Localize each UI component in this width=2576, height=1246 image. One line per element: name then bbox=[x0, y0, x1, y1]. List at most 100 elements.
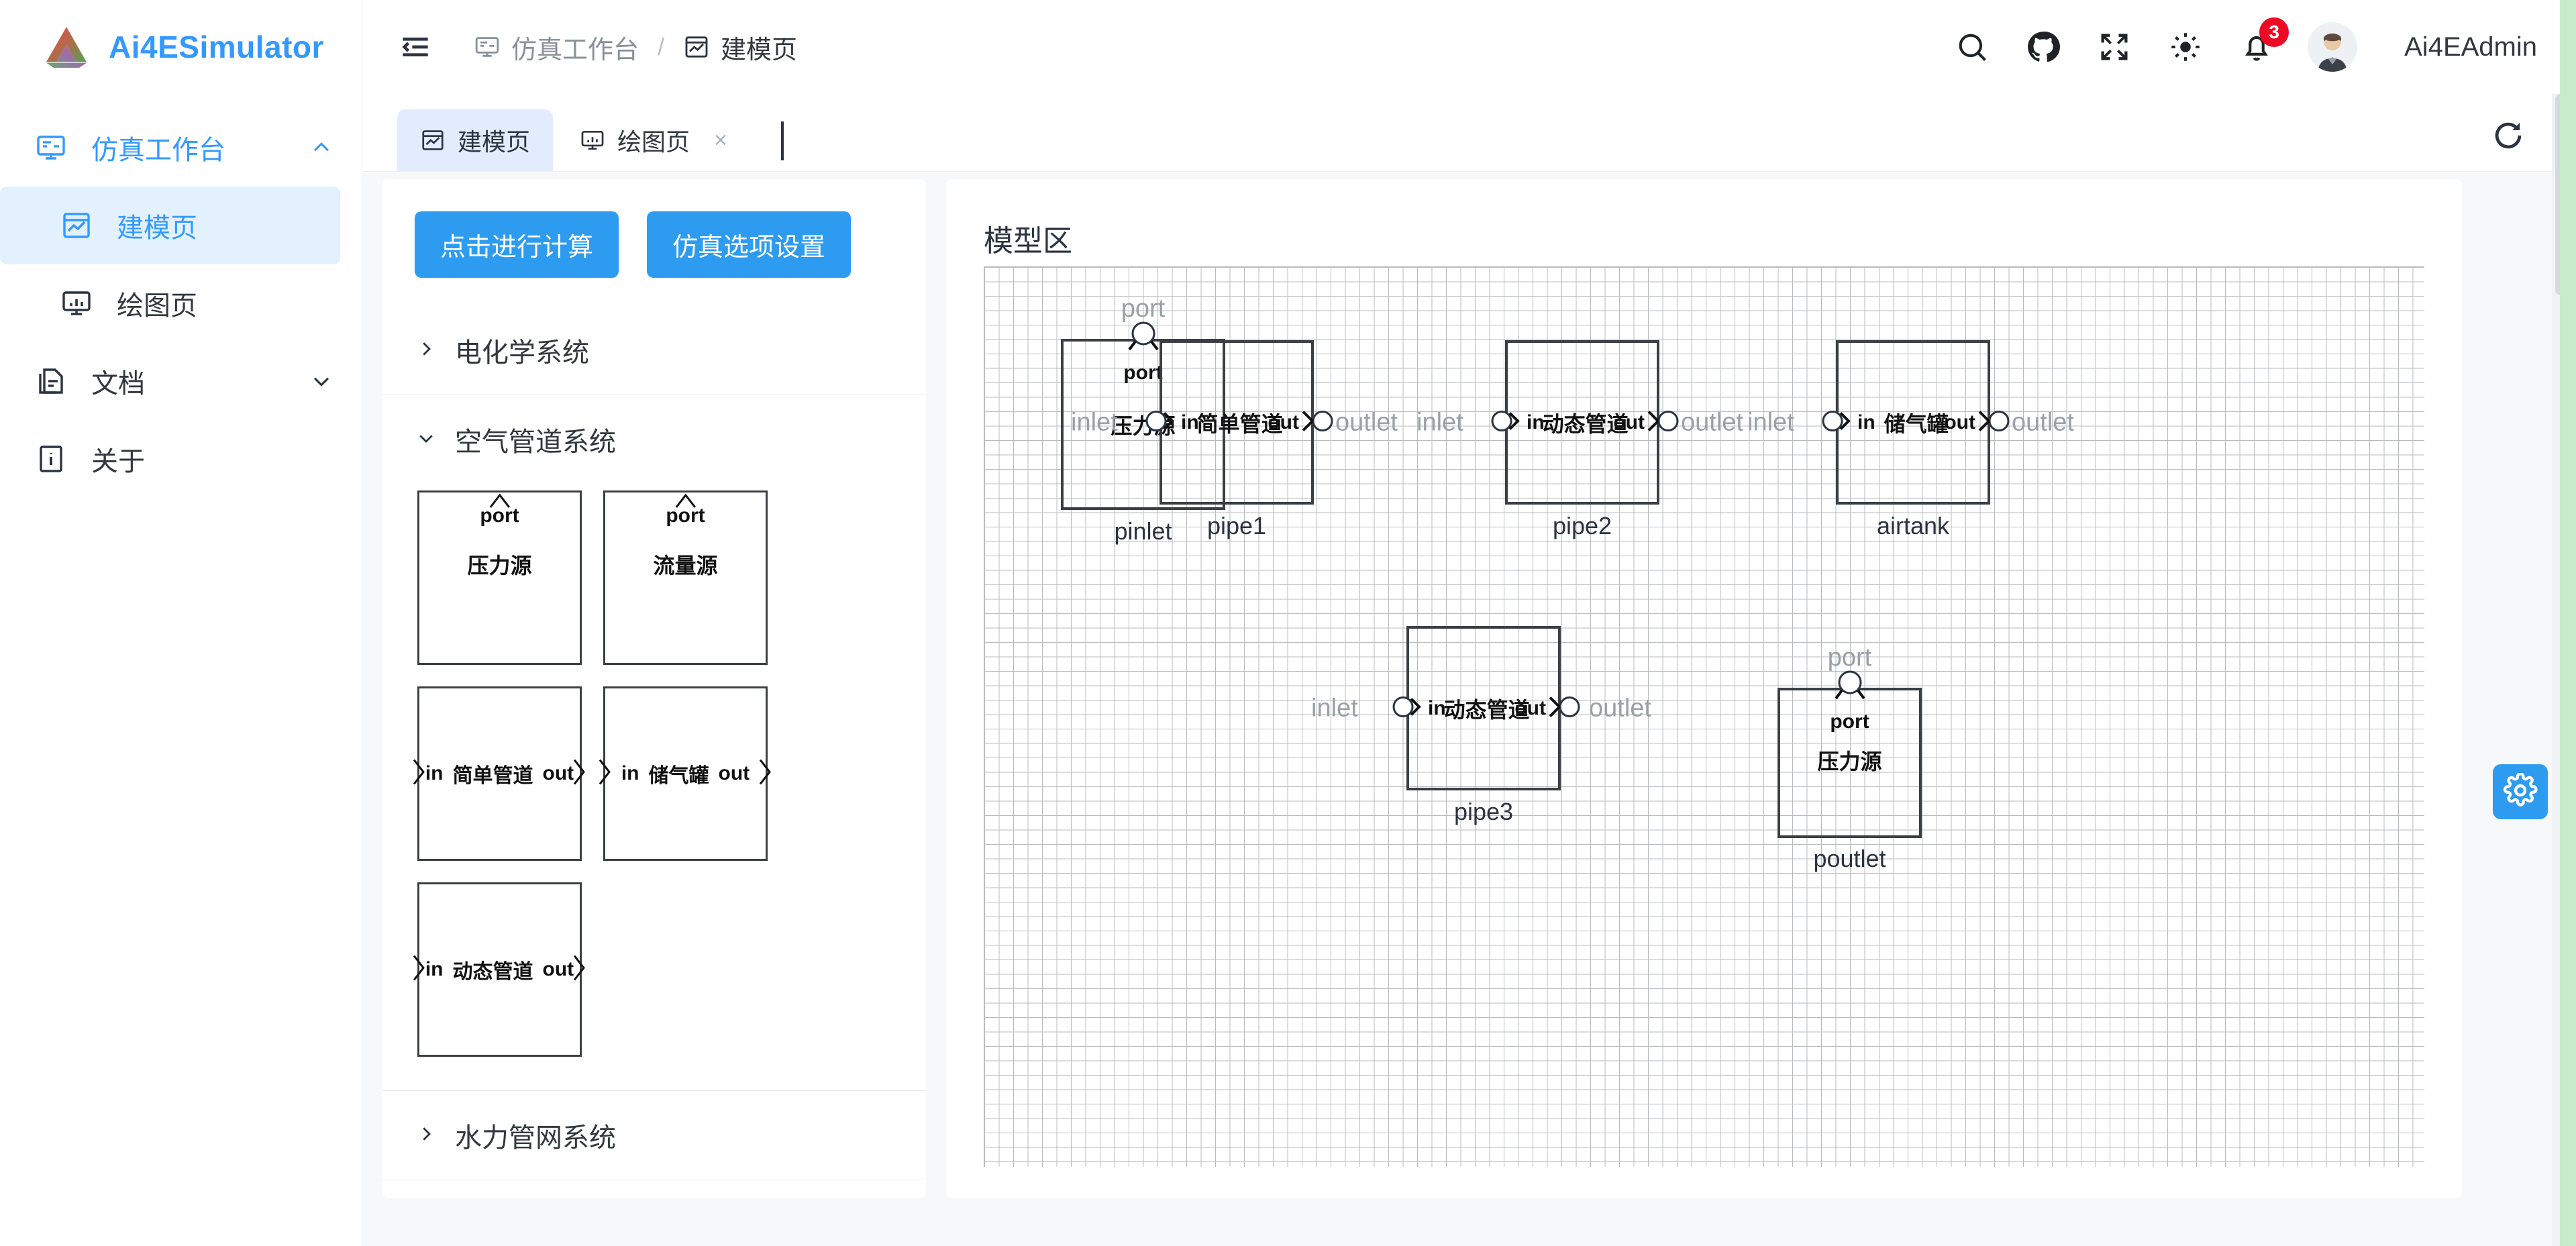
model-canvas[interactable]: port port 压力源 pinlet inlet outlet bbox=[984, 266, 2424, 1167]
component-title: 压力源 bbox=[467, 554, 532, 578]
canvas-node-poutlet[interactable]: port port 压力源 poutlet bbox=[1778, 643, 1922, 872]
canvas-node-pipe1[interactable]: inlet outlet in bbox=[1071, 340, 1398, 539]
documents-icon bbox=[34, 364, 68, 399]
component-card-dynamic-pipe[interactable]: in 动态管道 out bbox=[413, 882, 585, 1057]
inlet-port-icon[interactable] bbox=[1489, 405, 1527, 440]
node-port-ghost-label: port bbox=[1121, 295, 1166, 323]
component-card-pressure-source[interactable]: port 压力源 bbox=[417, 490, 582, 665]
component-title: 简单管道 bbox=[452, 765, 533, 787]
page-title: 模型区 bbox=[984, 225, 1072, 258]
tab-drawing-page[interactable]: 绘图页 × bbox=[557, 109, 750, 171]
display-icon bbox=[581, 130, 604, 150]
outlet-port-icon[interactable] bbox=[1643, 405, 1681, 440]
sidebar-item-drawing-page[interactable]: 绘图页 bbox=[0, 264, 362, 342]
sidebar-item-modeling-page[interactable]: 建模页 bbox=[0, 187, 340, 264]
sidebar-item-about[interactable]: 关于 bbox=[0, 420, 362, 498]
node-outlet-ghost-label: outlet bbox=[1681, 408, 1743, 436]
avatar[interactable] bbox=[2308, 22, 2358, 72]
component-title: 储气罐 bbox=[648, 765, 709, 787]
node-name-label: poutlet bbox=[1813, 845, 1886, 872]
node-outlet-ghost-label: outlet bbox=[2012, 408, 2074, 436]
port-connector-icon[interactable] bbox=[1826, 668, 1873, 713]
component-out-label: out bbox=[718, 762, 750, 784]
sidebar-item-simulation-workbench[interactable]: 仿真工作台 bbox=[0, 109, 362, 187]
inlet-port-icon[interactable] bbox=[1820, 405, 1857, 440]
search-icon[interactable] bbox=[1952, 27, 1992, 67]
node-inlet-ghost-label: inlet bbox=[1416, 408, 1463, 436]
node-inlet-ghost-label: inlet bbox=[1747, 408, 1794, 436]
bell-icon[interactable]: 3 bbox=[2236, 17, 2289, 67]
inlet-port-icon bbox=[410, 756, 429, 792]
breadcrumb: 仿真工作台 / 建模页 bbox=[474, 29, 797, 66]
component-port-label: port bbox=[666, 505, 705, 527]
component-card-flow-source[interactable]: port 流量源 bbox=[603, 490, 768, 665]
inlet-port-icon[interactable] bbox=[1143, 405, 1181, 440]
sidebar-item-label: 关于 bbox=[91, 447, 145, 476]
node-outlet-ghost-label: outlet bbox=[1589, 694, 1651, 722]
inlet-port-icon[interactable] bbox=[1390, 690, 1428, 726]
system-accordion: 电化学系统 空气管道系统 bbox=[382, 306, 926, 1198]
outlet-port-icon bbox=[570, 952, 589, 988]
chevron-right-icon bbox=[416, 339, 436, 362]
chevron-up-icon[interactable] bbox=[309, 136, 333, 160]
brand-name: Ai4ESimulator bbox=[109, 30, 324, 64]
fullscreen-icon[interactable] bbox=[2094, 27, 2134, 67]
component-out-label: out bbox=[542, 958, 574, 980]
canvas-node-pipe2[interactable]: inlet outlet in bbox=[1416, 340, 1743, 539]
text-caret bbox=[780, 121, 784, 160]
sidebar-item-documents[interactable]: 文档 bbox=[0, 342, 362, 420]
menu-collapse-icon[interactable] bbox=[392, 23, 439, 70]
run-calculation-button[interactable]: 点击进行计算 bbox=[415, 211, 619, 278]
accordion-header[interactable]: 电化学系统 bbox=[382, 306, 926, 395]
outlet-port-icon[interactable] bbox=[1545, 690, 1582, 726]
node-port-label: port bbox=[1830, 711, 1869, 733]
node-name-label: pipe3 bbox=[1453, 798, 1514, 825]
port-connector-icon[interactable] bbox=[1120, 319, 1167, 364]
node-port-label: port bbox=[1123, 362, 1163, 384]
component-card-simple-pipe[interactable]: in 简单管道 out bbox=[413, 686, 585, 861]
component-in-label: in bbox=[425, 958, 444, 980]
chevron-down-icon[interactable] bbox=[309, 369, 333, 393]
accordion-item-thermal-cycle: 热力循环系统 bbox=[382, 1180, 926, 1198]
node-name-label: pipe2 bbox=[1552, 512, 1612, 539]
component-port-label: port bbox=[480, 505, 519, 527]
accordion-title: 水力管网系统 bbox=[455, 1123, 616, 1153]
breadcrumb-separator: / bbox=[658, 33, 665, 60]
accordion-header[interactable]: 热力循环系统 bbox=[382, 1180, 926, 1198]
node-in-label: in bbox=[1527, 411, 1545, 433]
canvas-node-pipe3[interactable]: inlet outlet in bbox=[1311, 626, 1651, 825]
node-in-label: in bbox=[1181, 411, 1199, 433]
monitor-icon bbox=[34, 130, 68, 165]
accordion-header[interactable]: 水力管网系统 bbox=[382, 1091, 926, 1180]
node-inlet-ghost-label: inlet bbox=[1311, 694, 1358, 722]
node-out-label: out bbox=[1514, 696, 1546, 719]
chart-doc-icon bbox=[59, 208, 94, 243]
brand[interactable]: Ai4ESimulator bbox=[0, 0, 362, 94]
gear-icon bbox=[2503, 772, 2538, 811]
breadcrumb-item-workbench[interactable]: 仿真工作台 bbox=[474, 29, 639, 66]
github-icon[interactable] bbox=[2023, 27, 2063, 67]
accordion-header[interactable]: 空气管道系统 bbox=[382, 395, 926, 484]
refresh-icon[interactable] bbox=[2487, 115, 2529, 156]
outlet-port-icon[interactable] bbox=[1298, 405, 1335, 440]
node-in-label: in bbox=[1857, 411, 1875, 433]
tab-modeling-page[interactable]: 建模页 bbox=[397, 109, 554, 171]
brightness-icon[interactable] bbox=[2165, 27, 2206, 67]
settings-fab-button[interactable] bbox=[2493, 764, 2548, 819]
header-actions: 3 Ai4EAdmin bbox=[1952, 17, 2576, 72]
node-name-label: airtank bbox=[1876, 512, 1950, 539]
breadcrumb-item-modeling[interactable]: 建模页 bbox=[683, 29, 797, 66]
user-name: Ai4EAdmin bbox=[2404, 32, 2537, 62]
canvas-node-airtank[interactable]: inlet outlet in bbox=[1747, 340, 2074, 539]
accordion-item-electrochemical: 电化学系统 bbox=[382, 306, 926, 395]
outlet-port-icon[interactable] bbox=[1974, 405, 2012, 440]
sidebar: Ai4ESimulator 仿真工作台 bbox=[0, 0, 362, 1246]
simulation-options-button[interactable]: 仿真选项设置 bbox=[647, 211, 852, 278]
sidebar-item-label: 文档 bbox=[91, 369, 145, 399]
display-icon bbox=[59, 286, 94, 321]
tab-close-icon[interactable]: × bbox=[714, 127, 727, 153]
breadcrumb-label: 建模页 bbox=[721, 36, 798, 64]
component-card-air-tank[interactable]: in 储气罐 out bbox=[599, 686, 771, 861]
outlet-port-icon bbox=[570, 756, 589, 792]
canvas-node-pinlet[interactable]: port port 压力源 pinlet bbox=[1061, 295, 1225, 545]
